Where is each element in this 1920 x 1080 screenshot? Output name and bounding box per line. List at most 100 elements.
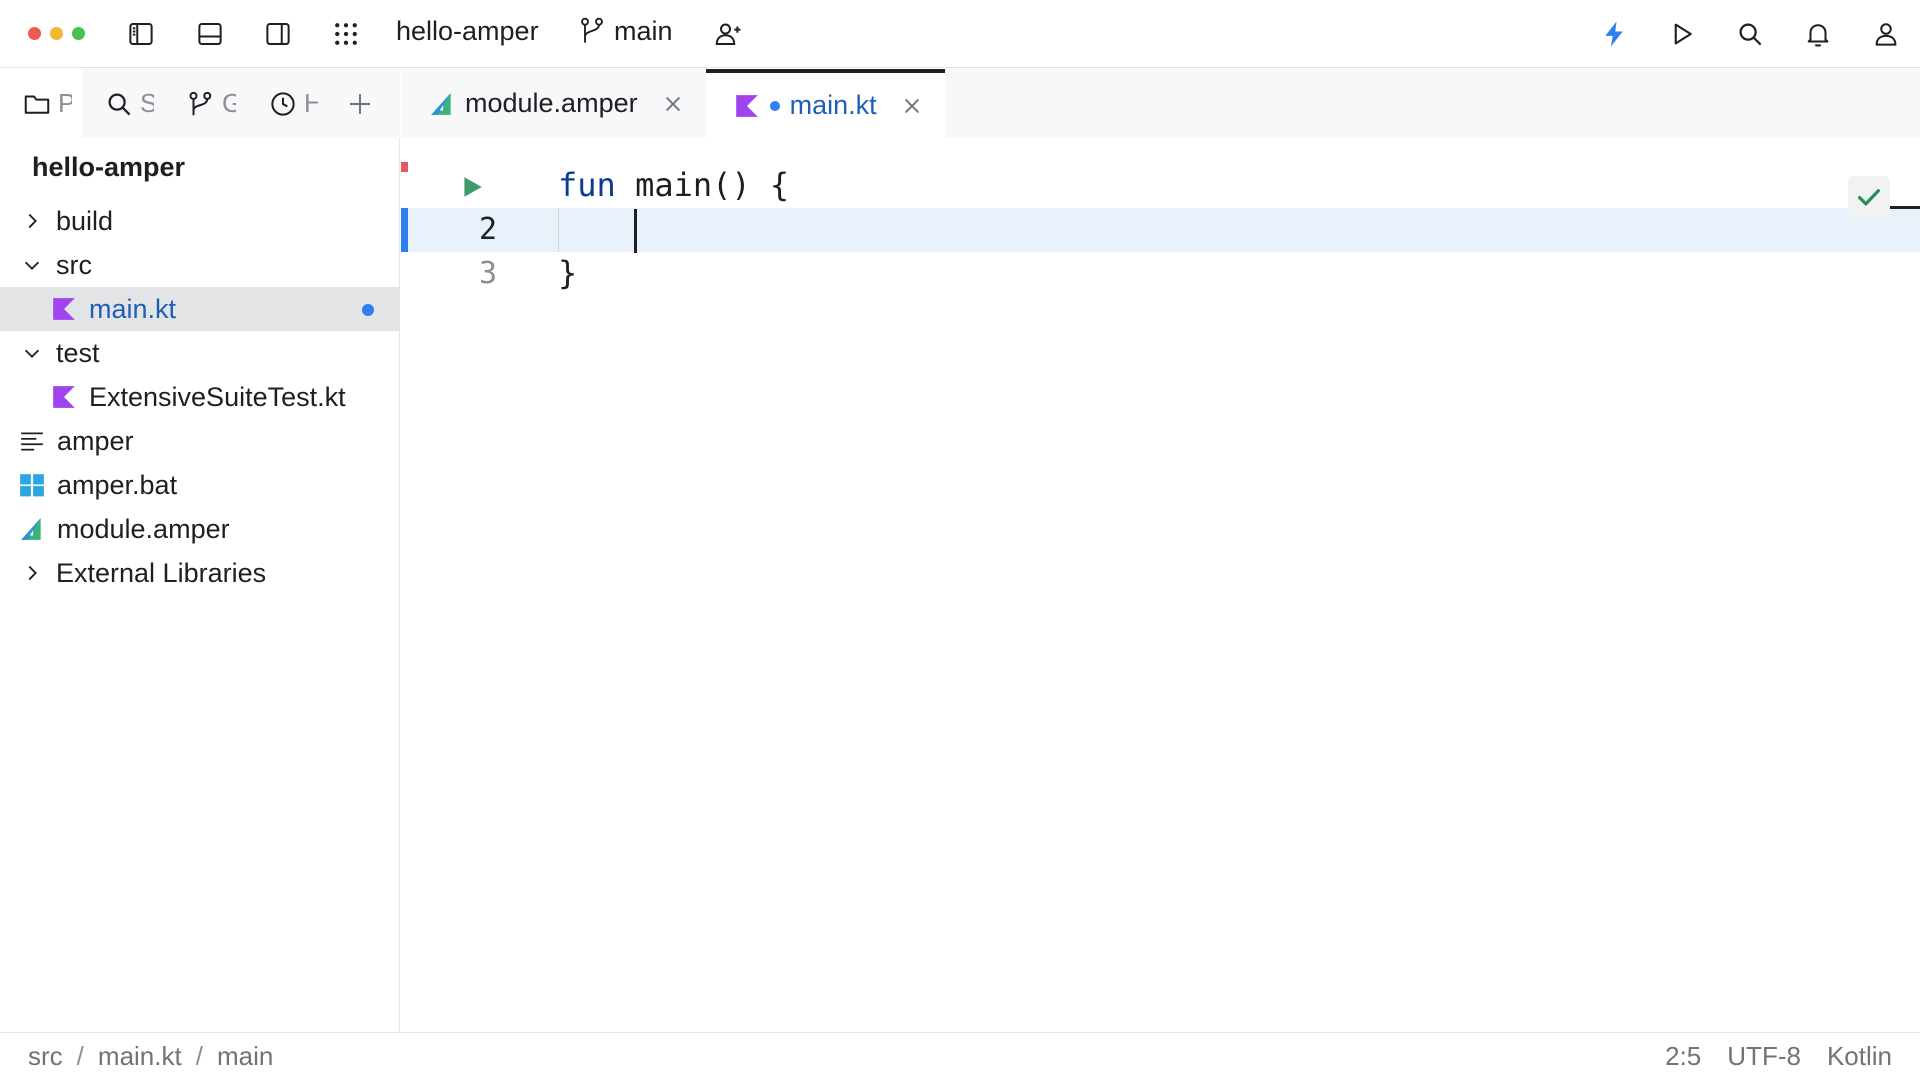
amper-file-icon bbox=[431, 92, 451, 115]
tree-item-label: build bbox=[56, 205, 114, 236]
branch-selector[interactable]: main bbox=[578, 14, 673, 48]
status-bar: src / main.kt / main 2:5 UTF-8 Kotlin bbox=[0, 1032, 1920, 1080]
tree-item-module-amper[interactable]: module.amper bbox=[0, 507, 400, 551]
breadcrumb-item-src[interactable]: src bbox=[28, 1041, 63, 1071]
user-account-icon[interactable] bbox=[1866, 14, 1906, 54]
folder-icon bbox=[24, 95, 50, 114]
change-marker bbox=[401, 162, 408, 172]
code-text: fun main() { bbox=[558, 166, 789, 204]
close-tab-icon[interactable] bbox=[901, 95, 923, 117]
caret-position[interactable]: 2:5 bbox=[1665, 1041, 1702, 1071]
text-caret bbox=[634, 209, 637, 253]
tree-item-label: test bbox=[56, 337, 100, 368]
tree-item-label: amper bbox=[57, 425, 134, 456]
search-icon bbox=[108, 93, 131, 115]
editor-tab-module-amper[interactable]: module.amper bbox=[401, 69, 706, 138]
kotlin-file-icon bbox=[53, 298, 75, 320]
breadcrumb-item-file[interactable]: main.kt bbox=[97, 1041, 182, 1071]
line-number: 3 bbox=[478, 256, 497, 291]
maximize-window-button[interactable] bbox=[72, 27, 85, 40]
project-root-title[interactable]: hello-amper bbox=[32, 152, 186, 182]
code-rest: main() { bbox=[615, 166, 790, 204]
chevron-right-icon[interactable] bbox=[21, 562, 43, 584]
git-branch-icon bbox=[189, 91, 212, 115]
tree-item-label: External Libraries bbox=[56, 557, 267, 588]
code-text: } bbox=[558, 254, 578, 292]
modified-indicator bbox=[362, 304, 374, 316]
tree-item-amper-bat[interactable]: amper.bat bbox=[0, 463, 400, 507]
kotlin-file-icon bbox=[735, 94, 758, 117]
code-line-1[interactable]: fun main() { bbox=[401, 164, 1920, 208]
plus-icon bbox=[350, 93, 370, 114]
code-editor[interactable]: fun main() { 2 3 } bbox=[401, 138, 1920, 1032]
tree-item-label: main.kt bbox=[89, 293, 177, 324]
chevron-down-icon[interactable] bbox=[21, 342, 43, 364]
tree-item-src[interactable]: src bbox=[0, 243, 400, 287]
add-collaborator-icon[interactable] bbox=[708, 14, 748, 54]
amper-file-icon bbox=[21, 518, 41, 540]
breadcrumb-item-function[interactable]: main bbox=[216, 1041, 274, 1071]
window-controls bbox=[28, 27, 85, 40]
tab-search-label: S bbox=[140, 88, 154, 118]
breadcrumb-separator: / bbox=[76, 1041, 84, 1071]
right-sidebar-toggle-icon[interactable] bbox=[258, 14, 298, 54]
tab-search[interactable]: S bbox=[82, 69, 164, 138]
search-everywhere-icon[interactable] bbox=[1730, 14, 1770, 54]
bottom-panel-toggle-icon[interactable] bbox=[190, 14, 230, 54]
tree-item-build[interactable]: build bbox=[0, 199, 400, 243]
inspection-status-widget[interactable] bbox=[1848, 176, 1890, 218]
windows-file-icon bbox=[20, 474, 44, 497]
tree-item-main-kt[interactable]: main.kt bbox=[0, 287, 400, 331]
notifications-bell-icon[interactable] bbox=[1798, 14, 1838, 54]
project-name[interactable]: hello-amper bbox=[396, 16, 539, 46]
current-line-gutter-marker bbox=[401, 208, 408, 252]
branch-name: main bbox=[614, 15, 673, 46]
left-sidebar-toggle-icon[interactable] bbox=[121, 14, 161, 54]
add-tool-window-button[interactable] bbox=[340, 84, 380, 124]
modified-indicator bbox=[769, 100, 780, 111]
editor-tab-label: main.kt bbox=[789, 90, 877, 120]
clock-icon bbox=[271, 91, 295, 116]
run-icon[interactable] bbox=[1662, 14, 1702, 54]
code-line-2[interactable]: 2 bbox=[401, 208, 1920, 253]
tree-item-extensive-suite-test[interactable]: ExtensiveSuiteTest.kt bbox=[0, 375, 400, 419]
tree-item-external-libraries[interactable]: External Libraries bbox=[0, 551, 400, 595]
tab-project-label: P bbox=[58, 88, 72, 118]
breadcrumb-separator: / bbox=[195, 1041, 203, 1071]
text-file-icon bbox=[21, 432, 43, 451]
chevron-down-icon[interactable] bbox=[21, 254, 43, 276]
file-language[interactable]: Kotlin bbox=[1826, 1041, 1892, 1071]
tree-item-label: ExtensiveSuiteTest.kt bbox=[89, 381, 346, 412]
code-line-3[interactable]: 3 } bbox=[401, 252, 1920, 296]
indent-guide bbox=[558, 208, 559, 252]
editor-tab-label: module.amper bbox=[465, 88, 638, 118]
file-encoding[interactable]: UTF-8 bbox=[1727, 1041, 1801, 1071]
status-widgets: 2:5 UTF-8 Kotlin bbox=[1665, 1041, 1892, 1072]
tree-item-test[interactable]: test bbox=[0, 331, 400, 375]
tab-git[interactable]: G bbox=[164, 69, 246, 138]
title-bar: hello-amper main bbox=[0, 0, 1920, 68]
ai-assistant-lightning-icon[interactable] bbox=[1594, 14, 1634, 54]
editor-tab-bar: module.amper main.kt bbox=[401, 69, 1920, 138]
tool-window-tabs: P S G H bbox=[0, 69, 400, 138]
apps-grid-icon[interactable] bbox=[326, 14, 366, 54]
code-keyword: fun bbox=[558, 166, 616, 204]
minimize-window-button[interactable] bbox=[50, 27, 63, 40]
tab-git-label: G bbox=[222, 88, 236, 118]
project-tree-panel: hello-amper build src main.kt test Exten… bbox=[0, 138, 400, 1032]
close-tab-icon[interactable] bbox=[662, 93, 684, 115]
run-gutter-icon[interactable] bbox=[459, 174, 485, 200]
kotlin-file-icon bbox=[53, 386, 75, 408]
tab-history-label: H bbox=[304, 88, 318, 118]
tab-history[interactable]: H bbox=[246, 69, 328, 138]
tab-project[interactable]: P bbox=[0, 69, 82, 138]
chevron-right-icon[interactable] bbox=[21, 210, 43, 232]
editor-tab-main-kt[interactable]: main.kt bbox=[705, 69, 945, 138]
close-window-button[interactable] bbox=[28, 27, 41, 40]
scrollbar-marker[interactable] bbox=[1890, 206, 1920, 209]
tree-item-amper[interactable]: amper bbox=[0, 419, 400, 463]
line-number: 2 bbox=[478, 212, 497, 247]
checkmark-icon bbox=[1858, 189, 1880, 206]
tree-item-label: src bbox=[56, 249, 92, 280]
tree-item-label: amper.bat bbox=[57, 469, 178, 500]
